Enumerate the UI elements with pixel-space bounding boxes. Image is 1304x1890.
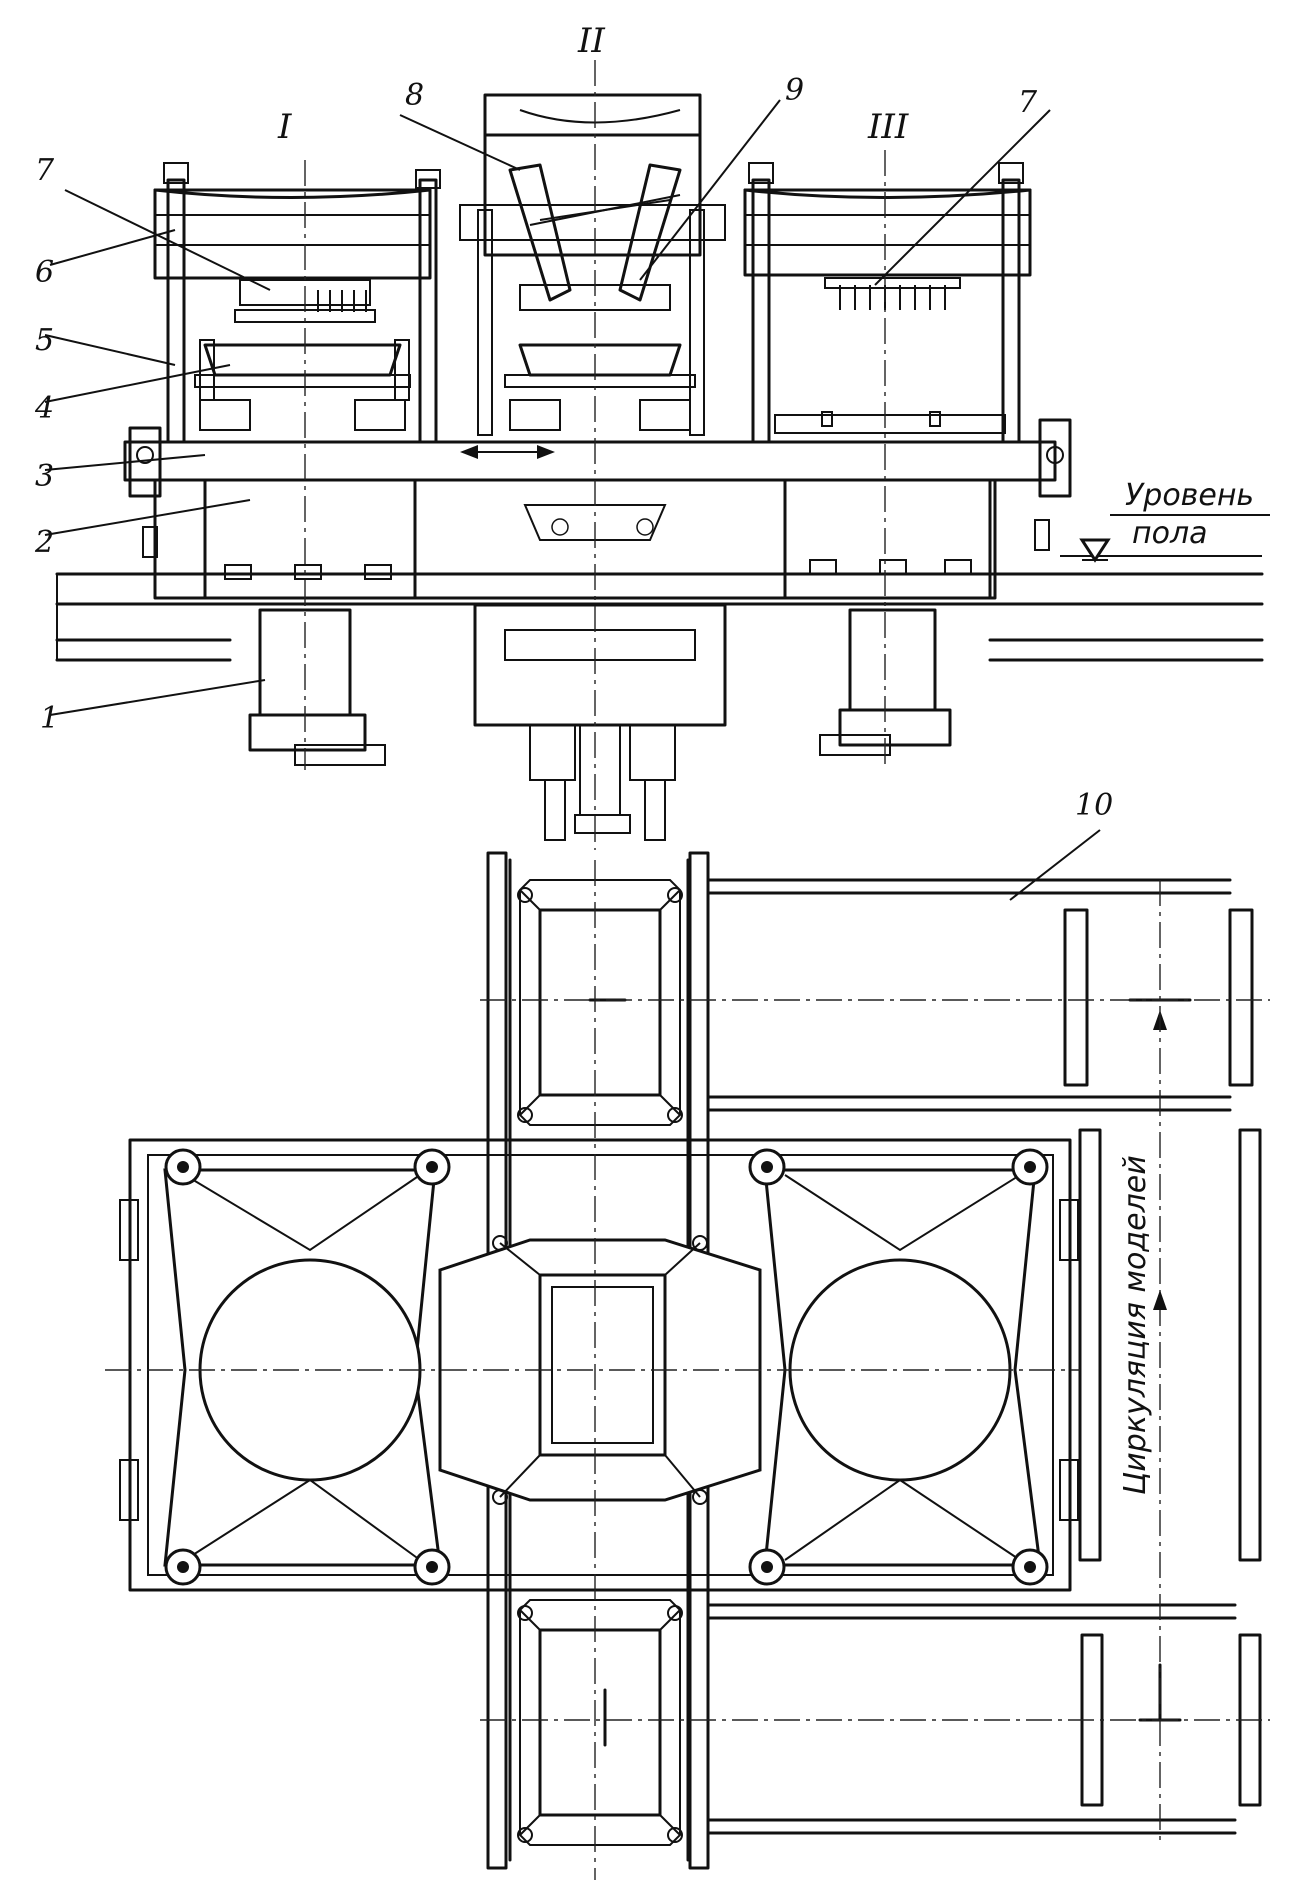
station-label-2: II (577, 21, 605, 61)
callout-6: 6 (35, 255, 54, 290)
callout-4: 4 (34, 391, 54, 426)
floor-rails (55, 555, 1264, 662)
callout-10: 10 (1075, 788, 1113, 823)
station-3-press (743, 188, 1032, 434)
circulation-label: Циркуляция моделей (1118, 1155, 1153, 1495)
conveyor-10-upper (706, 878, 1254, 1112)
elevation-view (55, 60, 1264, 850)
circulation-arrow (1153, 1290, 1167, 1310)
leader-lines (44, 99, 1270, 901)
floor-level-label-1: Уровень (1125, 478, 1254, 513)
lift-cylinders (248, 603, 952, 841)
callout-2: 2 (34, 525, 54, 560)
station-1-press (153, 188, 432, 431)
station-1-pins (317, 290, 367, 312)
press-columns (142, 162, 1050, 558)
station-label-3: III (867, 107, 909, 147)
callout-5: 5 (35, 323, 54, 358)
side-rails (1078, 1128, 1262, 1562)
callout-7-left: 7 (35, 153, 55, 188)
callout-3: 3 (35, 459, 54, 494)
callout-1: 1 (40, 701, 59, 736)
callout-9: 9 (785, 73, 804, 108)
callout-8: 8 (405, 78, 424, 113)
conveyor-lower (706, 1603, 1262, 1835)
station-2-press (459, 93, 726, 431)
callout-7-right: 7 (1018, 85, 1038, 120)
pallet-bottom (517, 1599, 683, 1846)
station-label-1: I (277, 107, 292, 147)
base-frame (153, 478, 997, 600)
plan-base-frame (119, 1138, 1079, 1592)
turntable-left (163, 1148, 451, 1586)
plan-view (105, 851, 1270, 1880)
floor-level-marker: Уровень пола (1079, 478, 1254, 563)
turntable-right (748, 1148, 1049, 1586)
pallet-top (517, 879, 683, 1126)
floor-level-label-2: пола (1132, 516, 1208, 551)
transfer-rail (123, 418, 1072, 498)
